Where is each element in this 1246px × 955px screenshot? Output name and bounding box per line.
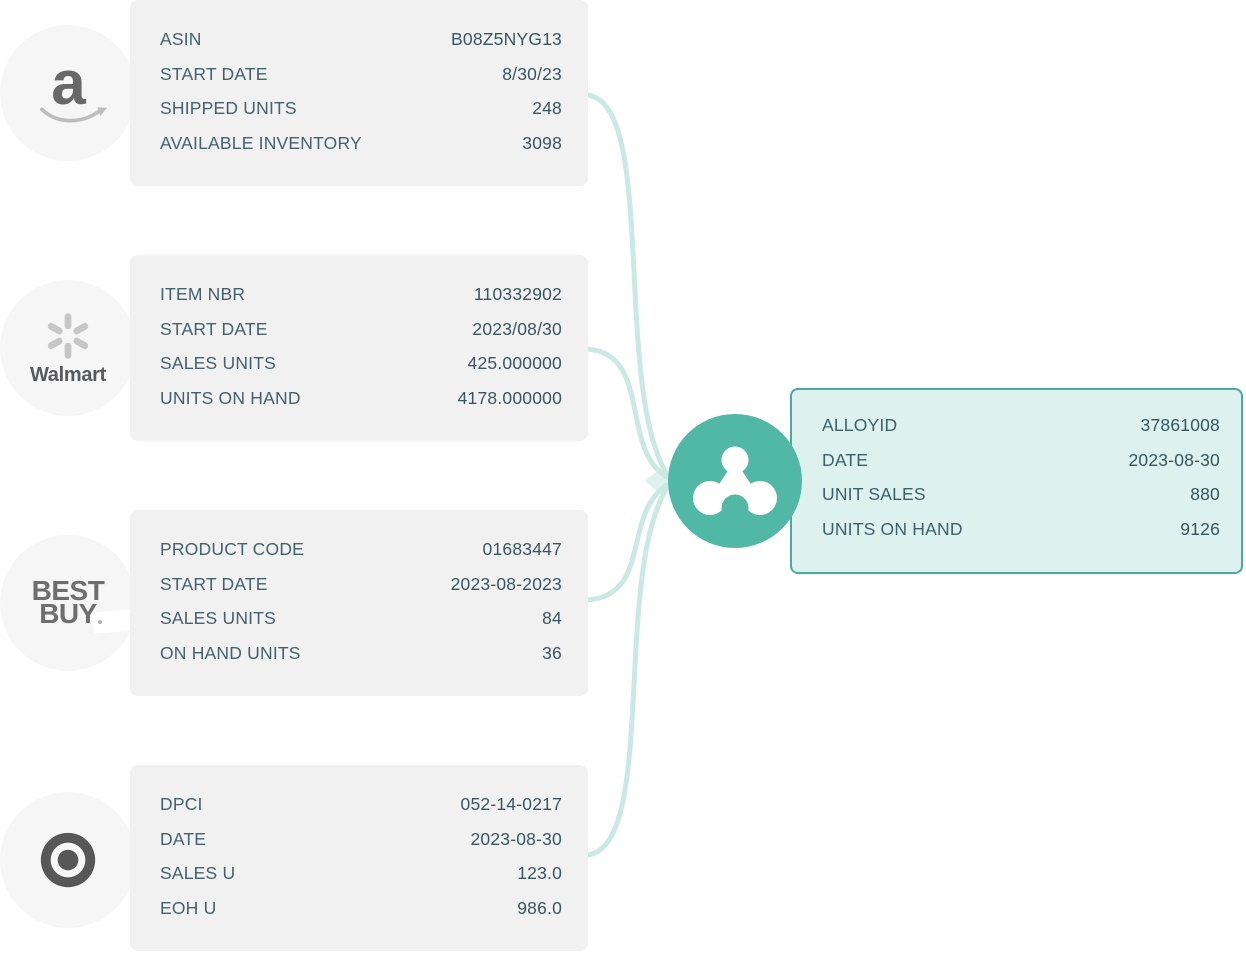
field-label: SALES U — [160, 863, 236, 883]
field-row: SHIPPED UNITS 248 — [160, 98, 562, 133]
amazon-letter: a — [51, 49, 85, 119]
field-row: ASIN B08Z5NYG13 — [160, 29, 562, 64]
field-value: 2023-08-30 — [470, 828, 562, 849]
field-label: ITEM NBR — [160, 284, 246, 304]
field-value: 3098 — [522, 132, 562, 153]
field-value: 110332902 — [473, 284, 562, 304]
field-value: B08Z5NYG13 — [451, 29, 562, 49]
field-row: START DATE 2023-08-2023 — [160, 574, 562, 609]
alloy-card: ALLOYID 37861008 DATE 2023-08-30 UNIT SA… — [790, 388, 1243, 574]
field-label: SALES UNITS — [160, 353, 276, 373]
bestbuy-wordmark-line1: BEST — [31, 575, 105, 607]
source-card-target: DPCI 052-14-0217 DATE 2023-08-30 SALES U… — [130, 765, 588, 951]
target-bullseye-icon — [40, 832, 96, 888]
source-card-amazon: ASIN B08Z5NYG13 START DATE 8/30/23 SHIPP… — [130, 0, 588, 186]
field-value: 880 — [1190, 484, 1220, 504]
field-value: 2023/08/30 — [472, 318, 562, 339]
field-label: START DATE — [160, 573, 268, 594]
field-value: 9126 — [1180, 518, 1220, 539]
alloy-hub — [668, 414, 802, 548]
field-row: ON HAND UNITS 36 — [160, 643, 562, 678]
field-value: 052-14-0217 — [460, 794, 562, 814]
field-label: ON HAND UNITS — [160, 642, 301, 663]
field-row: SALES UNITS 84 — [160, 608, 562, 643]
field-value: 37861008 — [1140, 415, 1220, 435]
field-label: EOH U — [160, 897, 217, 918]
field-value: 01683447 — [482, 539, 562, 559]
field-row: ITEM NBR 110332902 — [160, 284, 562, 319]
field-label: SALES UNITS — [160, 608, 276, 628]
walmart-spark-icon — [47, 313, 89, 359]
field-row: SALES U 123.0 — [160, 863, 562, 898]
field-row: START DATE 2023/08/30 — [160, 319, 562, 354]
field-row: UNITS ON HAND 4178.000000 — [160, 388, 562, 423]
field-row: UNIT SALES 880 — [822, 484, 1220, 519]
field-row: AVAILABLE INVENTORY 3098 — [160, 133, 562, 168]
bestbuy-logo: BEST BUY — [0, 535, 136, 671]
connector-walmart — [584, 346, 670, 480]
field-value: 8/30/23 — [502, 63, 562, 84]
field-row: SALES UNITS 425.000000 — [160, 353, 562, 388]
source-card-bestbuy: PRODUCT CODE 01683447 START DATE 2023-08… — [130, 510, 588, 696]
amazon-smile-icon — [40, 106, 108, 123]
field-label: DATE — [160, 828, 207, 849]
field-row: EOH U 986.0 — [160, 898, 562, 933]
field-label: ALLOYID — [822, 415, 898, 435]
field-row: PRODUCT CODE 01683447 — [160, 539, 562, 574]
field-value: 986.0 — [517, 897, 562, 918]
field-row: DATE 2023-08-30 — [822, 450, 1220, 485]
walmart-logo: Walmart — [0, 280, 136, 416]
field-value: 4178.000000 — [457, 387, 562, 408]
field-label: UNIT SALES — [822, 484, 926, 504]
field-value: 123.0 — [517, 863, 562, 883]
walmart-wordmark: Walmart — [29, 364, 107, 386]
field-label: DATE — [822, 449, 869, 470]
bestbuy-wordmark: BEST BUY — [31, 575, 134, 634]
source-card-walmart: ITEM NBR 110332902 START DATE 2023/08/30… — [130, 255, 588, 441]
field-row: UNITS ON HAND 9126 — [822, 519, 1220, 554]
field-label: START DATE — [160, 63, 268, 84]
field-value: 84 — [542, 608, 562, 628]
field-label: UNITS ON HAND — [822, 518, 963, 539]
field-label: AVAILABLE INVENTORY — [160, 132, 362, 153]
field-value: 36 — [542, 642, 562, 663]
field-row: DATE 2023-08-30 — [160, 829, 562, 864]
field-label: DPCI — [160, 794, 203, 814]
field-row: DPCI 052-14-0217 — [160, 794, 562, 829]
alloy-logo-icon — [693, 446, 777, 522]
connector-target — [584, 483, 671, 858]
field-value: 248 — [532, 98, 562, 118]
target-logo — [0, 792, 136, 928]
field-label: SHIPPED UNITS — [160, 98, 297, 118]
bestbuy-wordmark-line2: BUY — [39, 598, 97, 629]
field-label: UNITS ON HAND — [160, 387, 301, 408]
amazon-logo: a — [0, 25, 136, 161]
field-value: 425.000000 — [467, 353, 562, 373]
field-row: START DATE 8/30/23 — [160, 64, 562, 99]
connector-amazon — [584, 92, 671, 479]
field-label: START DATE — [160, 318, 268, 339]
field-row: ALLOYID 37861008 — [822, 415, 1220, 450]
connector-bestbuy — [584, 482, 670, 603]
field-value: 2023-08-2023 — [450, 573, 562, 594]
field-label: PRODUCT CODE — [160, 539, 305, 559]
field-value: 2023-08-30 — [1128, 449, 1220, 470]
field-label: ASIN — [160, 29, 202, 49]
